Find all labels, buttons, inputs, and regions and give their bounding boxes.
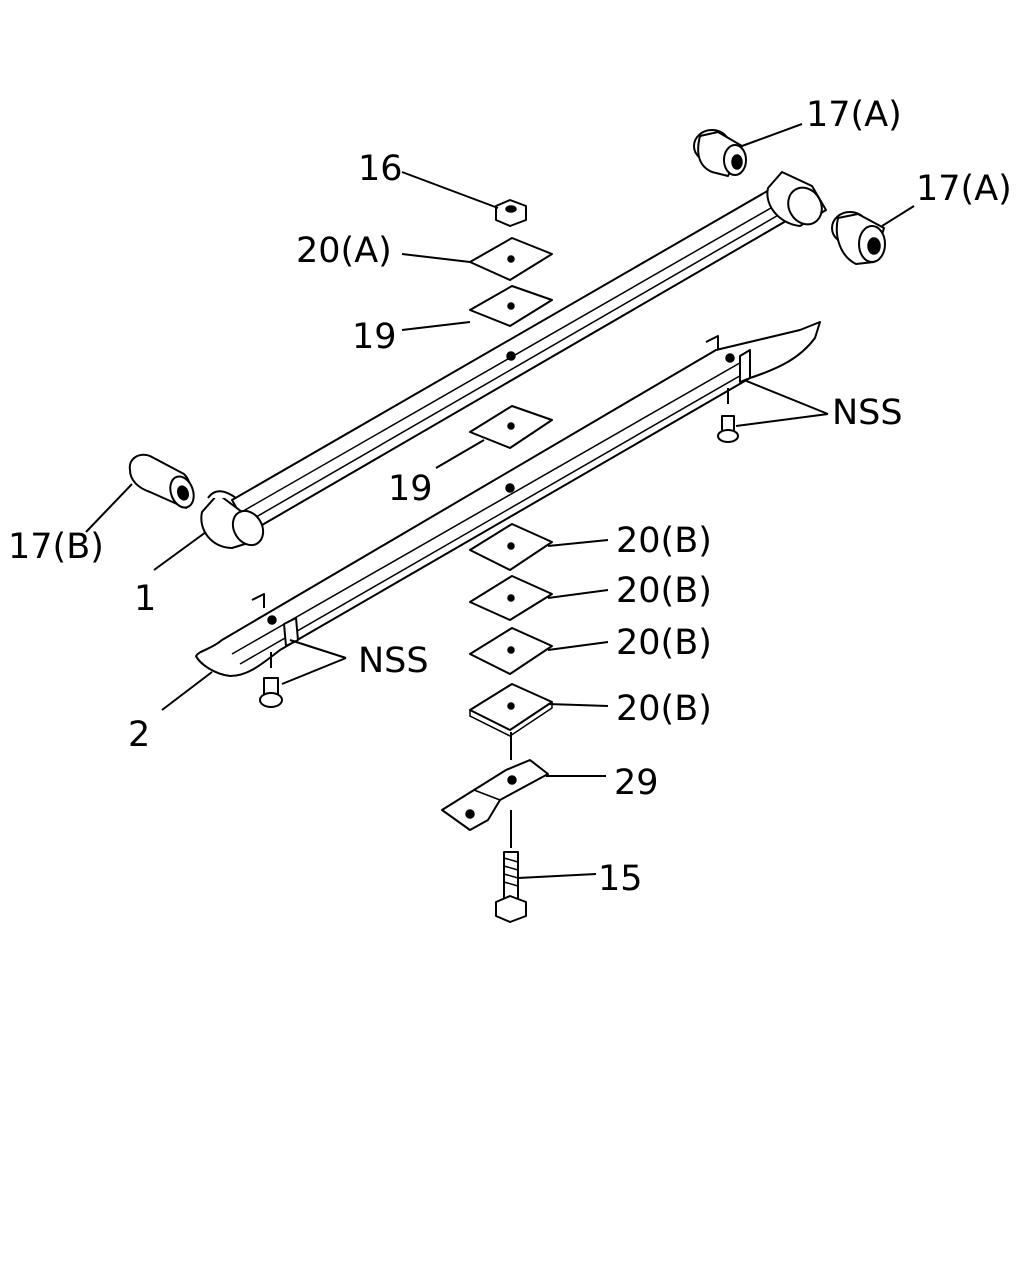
- plate-19-top: [469, 285, 553, 327]
- leader-lines: [85, 123, 915, 879]
- callout-20a: 20(A): [296, 231, 392, 271]
- callout-16: 16: [358, 149, 403, 189]
- bushing-17a-right: [831, 211, 886, 265]
- plate-20b-4: [469, 683, 553, 737]
- callout-20b-3: 20(B): [616, 623, 712, 663]
- callout-17b: 17(B): [8, 527, 104, 567]
- callout-20b-2: 20(B): [616, 571, 712, 611]
- bushing-17a-top: [693, 129, 747, 177]
- callout-nss-right: NSS: [832, 393, 903, 433]
- callout-19-top: 19: [352, 317, 397, 357]
- nss-bolt-left: [259, 652, 283, 708]
- callout-15: 15: [598, 859, 643, 899]
- callout-17a-top: 17(A): [806, 95, 902, 135]
- callout-20b-1: 20(B): [616, 521, 712, 561]
- nss-bolt-right: [717, 388, 739, 443]
- callout-nss-left: NSS: [358, 641, 429, 681]
- main-leaf-spring: [200, 171, 827, 549]
- plate-19-mid: [469, 405, 553, 449]
- callout-20b-4: 20(B): [616, 689, 712, 729]
- callout-1: 1: [134, 579, 156, 619]
- plate-20b-1: [469, 523, 553, 571]
- callout-29: 29: [614, 763, 659, 803]
- plate-20b-3: [469, 627, 553, 675]
- callout-19-mid: 19: [388, 469, 433, 509]
- plate-20b-2: [469, 575, 553, 621]
- callout-17a-right: 17(A): [916, 169, 1012, 209]
- bracket-29: [441, 759, 549, 831]
- nut-16: [495, 199, 527, 227]
- bushing-17b: [128, 453, 195, 509]
- bolt-15: [495, 851, 527, 923]
- plate-20a: [469, 237, 553, 281]
- callout-2: 2: [128, 715, 150, 755]
- secondary-leaf-spring: [195, 321, 821, 677]
